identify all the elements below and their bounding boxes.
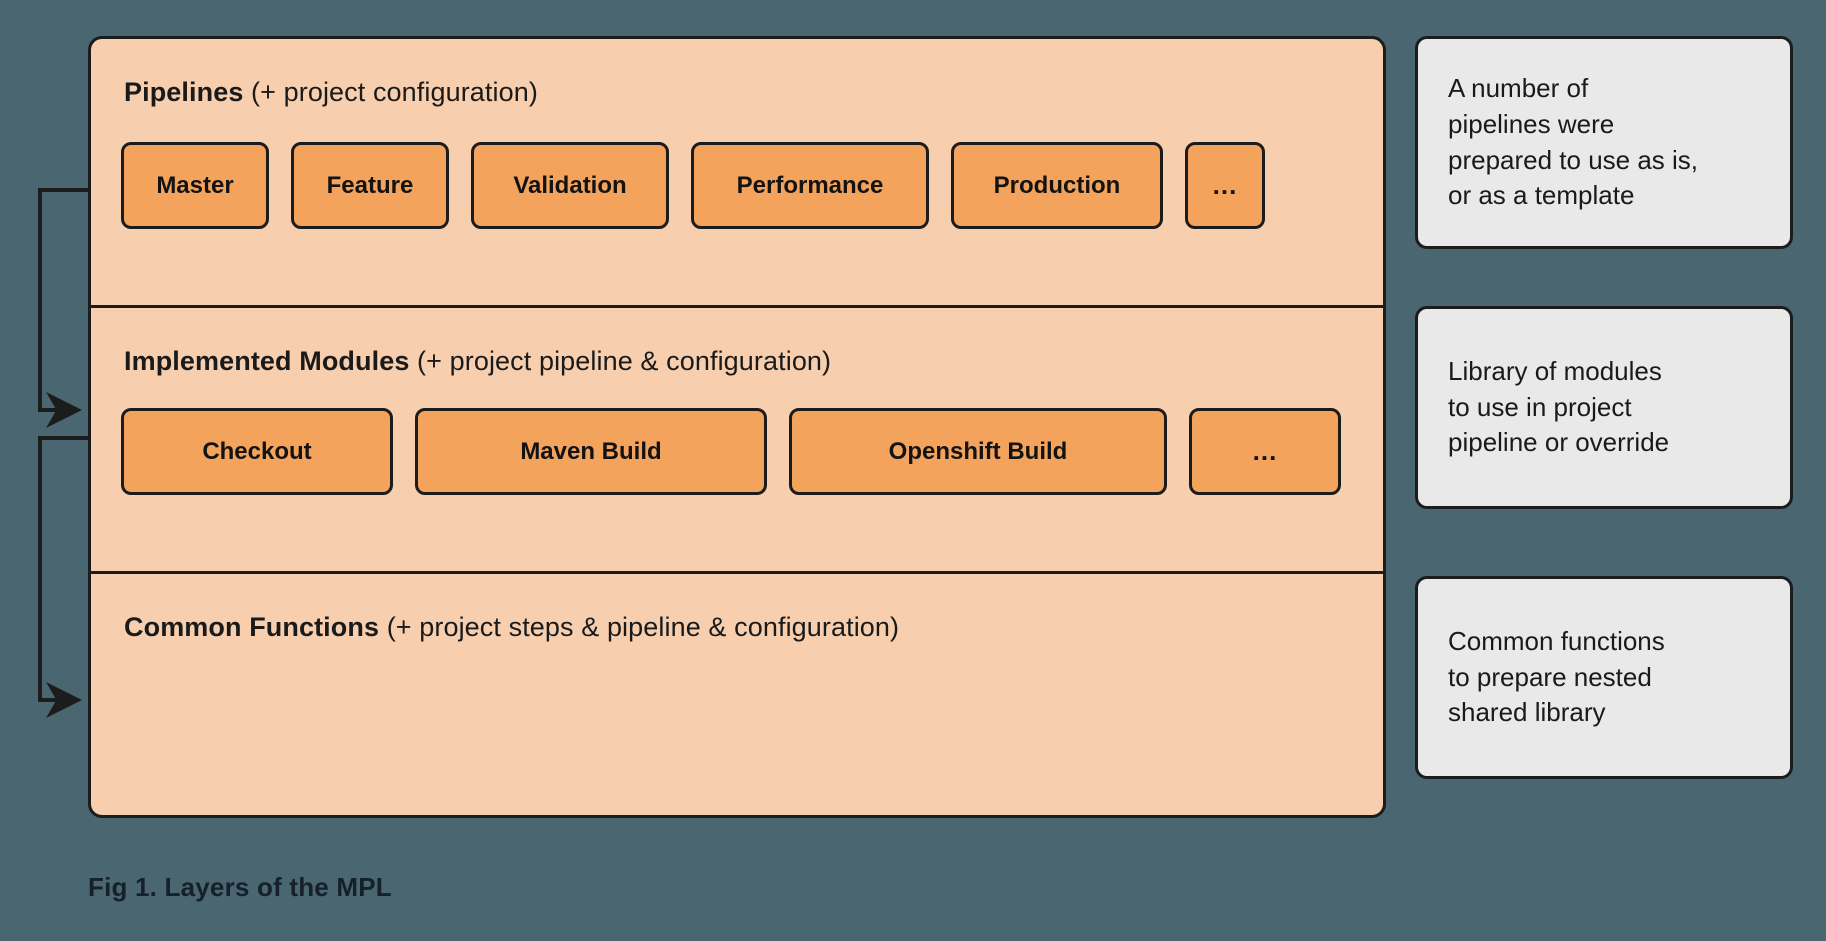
mpl-layers-panel: Pipelines (+ project configuration) Mast… <box>88 36 1386 818</box>
module-box-maven-build[interactable]: Maven Build <box>415 408 767 495</box>
pipeline-box-performance[interactable]: Performance <box>691 142 929 229</box>
layer-implemented-modules: Implemented Modules (+ project pipeline … <box>91 305 1383 571</box>
module-box-more[interactable]: ... <box>1189 408 1341 495</box>
layer-pipelines-title: Pipelines (+ project configuration) <box>124 77 538 108</box>
note-card-pipelines: A number of pipelines were prepared to u… <box>1415 36 1793 249</box>
note-card-pipelines-text: A number of pipelines were prepared to u… <box>1448 72 1699 211</box>
layer-common-title-light: (+ project steps & pipeline & configurat… <box>379 612 900 642</box>
pipeline-box-validation[interactable]: Validation <box>471 142 669 229</box>
layer-pipelines-title-light: (+ project configuration) <box>243 77 538 107</box>
note-card-common: Common functions to prepare nested share… <box>1415 576 1793 779</box>
layer-common-title: Common Functions (+ project steps & pipe… <box>124 612 899 643</box>
layer-pipelines-title-strong: Pipelines <box>124 77 244 107</box>
layer-common-functions: Common Functions (+ project steps & pipe… <box>91 571 1383 815</box>
layer-modules-title-light: (+ project pipeline & configuration) <box>409 346 832 376</box>
note-card-modules: Library of modules to use in project pip… <box>1415 306 1793 509</box>
module-box-openshift-build[interactable]: Openshift Build <box>789 408 1167 495</box>
pipelines-box-row: Master Feature Validation Performance Pr… <box>121 142 1265 229</box>
arrow-pipelines-to-modules <box>38 188 88 428</box>
arrow-modules-to-common <box>38 436 88 718</box>
pipeline-box-production[interactable]: Production <box>951 142 1163 229</box>
note-card-modules-text: Library of modules to use in project pip… <box>1448 355 1670 458</box>
modules-box-row: Checkout Maven Build Openshift Build ... <box>121 408 1341 495</box>
layer-modules-title: Implemented Modules (+ project pipeline … <box>124 346 831 377</box>
module-box-checkout[interactable]: Checkout <box>121 408 393 495</box>
pipeline-box-feature[interactable]: Feature <box>291 142 449 229</box>
layer-pipelines: Pipelines (+ project configuration) Mast… <box>91 39 1383 305</box>
figure-caption: Fig 1. Layers of the MPL <box>88 872 392 902</box>
layer-common-title-strong: Common Functions <box>124 612 380 642</box>
pipeline-box-master[interactable]: Master <box>121 142 269 229</box>
layer-modules-title-strong: Implemented Modules <box>124 346 410 376</box>
pipeline-box-more[interactable]: ... <box>1185 142 1265 229</box>
note-card-common-text: Common functions to prepare nested share… <box>1448 625 1665 728</box>
